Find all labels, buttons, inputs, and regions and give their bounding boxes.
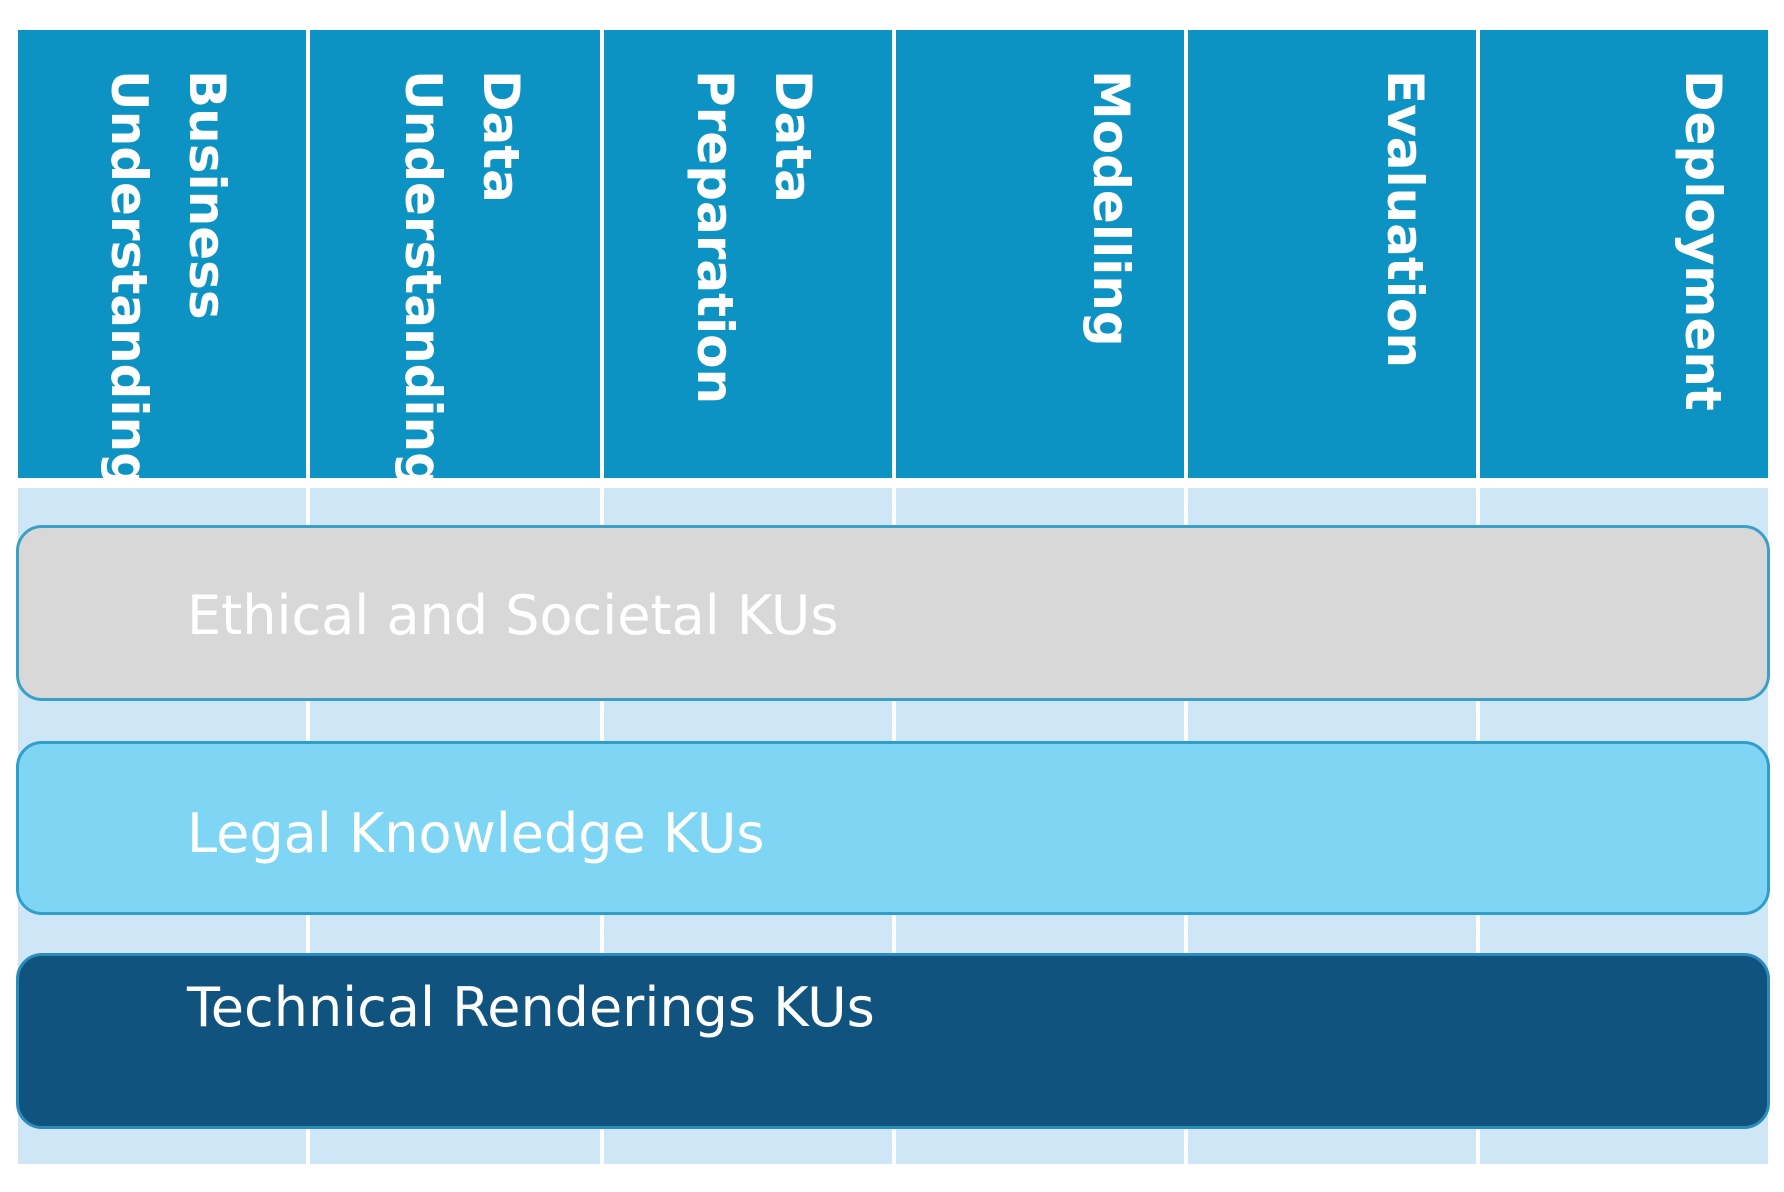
phase-label: Data Understanding — [394, 70, 530, 488]
phase-header-data-preparation: Data Preparation — [604, 30, 892, 478]
ku-band-legal-knowledge: Legal Knowledge KUs — [16, 741, 1770, 915]
phase-label: Modelling — [1082, 70, 1140, 347]
ku-label: Legal Knowledge KUs — [187, 802, 765, 865]
ku-band-technical-renderings: Technical Renderings KUs — [16, 953, 1770, 1129]
phase-header-modelling: Modelling — [896, 30, 1184, 478]
phase-label: Evaluation — [1376, 70, 1434, 368]
phase-label: Business Understanding — [100, 70, 236, 488]
phase-label: Data Preparation — [686, 70, 822, 405]
phase-header-evaluation: Evaluation — [1188, 30, 1476, 478]
phase-header-deployment: Deployment — [1480, 30, 1768, 478]
ku-label: Ethical and Societal KUs — [187, 584, 839, 647]
phase-header-business-understanding: Business Understanding — [18, 30, 306, 488]
ku-label: Technical Renderings KUs — [187, 976, 875, 1039]
phase-header-data-understanding: Data Understanding — [310, 30, 600, 488]
ku-band-ethical-societal: Ethical and Societal KUs — [16, 525, 1770, 701]
phase-label: Deployment — [1674, 70, 1732, 411]
